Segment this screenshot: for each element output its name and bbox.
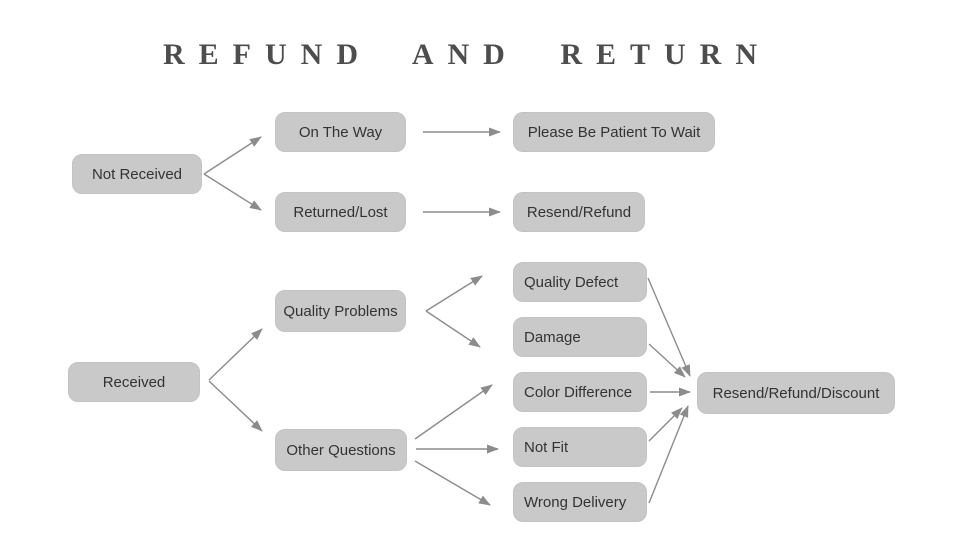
arrow-quality-problems-to-damage — [425, 310, 481, 348]
node-resend-refund-discount: Resend/Refund/Discount — [697, 372, 895, 414]
page-title: REFUND AND RETURN — [162, 38, 771, 71]
node-not-fit: Not Fit — [513, 427, 647, 467]
arrow-received-to-other-questions — [208, 380, 263, 432]
node-wrong-delivery: Wrong Delivery — [513, 482, 647, 522]
node-color-difference: Color Difference — [513, 372, 647, 412]
node-not-received: Not Received — [72, 154, 202, 194]
arrow-damage-to-resend-refund-discount — [648, 343, 686, 378]
arrow-not-received-to-returned-lost — [203, 173, 262, 211]
arrow-received-to-quality-problems — [208, 328, 263, 381]
arrow-other-questions-to-wrong-delivery — [414, 460, 491, 506]
arrow-not-fit-to-resend-refund-discount — [648, 407, 683, 442]
node-please-be-patient-to-wait: Please Be Patient To Wait — [513, 112, 715, 152]
arrow-quality-defect-to-resend-refund-discount — [647, 277, 691, 377]
arrow-quality-problems-to-quality-defect — [425, 275, 483, 312]
node-damage: Damage — [513, 317, 647, 357]
arrow-not-received-to-on-the-way — [203, 136, 262, 175]
node-resend-refund: Resend/Refund — [513, 192, 645, 232]
arrow-other-questions-to-color-difference — [414, 384, 493, 440]
node-other-questions: Other Questions — [275, 429, 407, 471]
node-quality-defect: Quality Defect — [513, 262, 647, 302]
node-received: Received — [68, 362, 200, 402]
node-quality-problems: Quality Problems — [275, 290, 406, 332]
node-returned-lost: Returned/Lost — [275, 192, 406, 232]
arrow-wrong-delivery-to-resend-refund-discount — [648, 405, 689, 504]
node-on-the-way: On The Way — [275, 112, 406, 152]
